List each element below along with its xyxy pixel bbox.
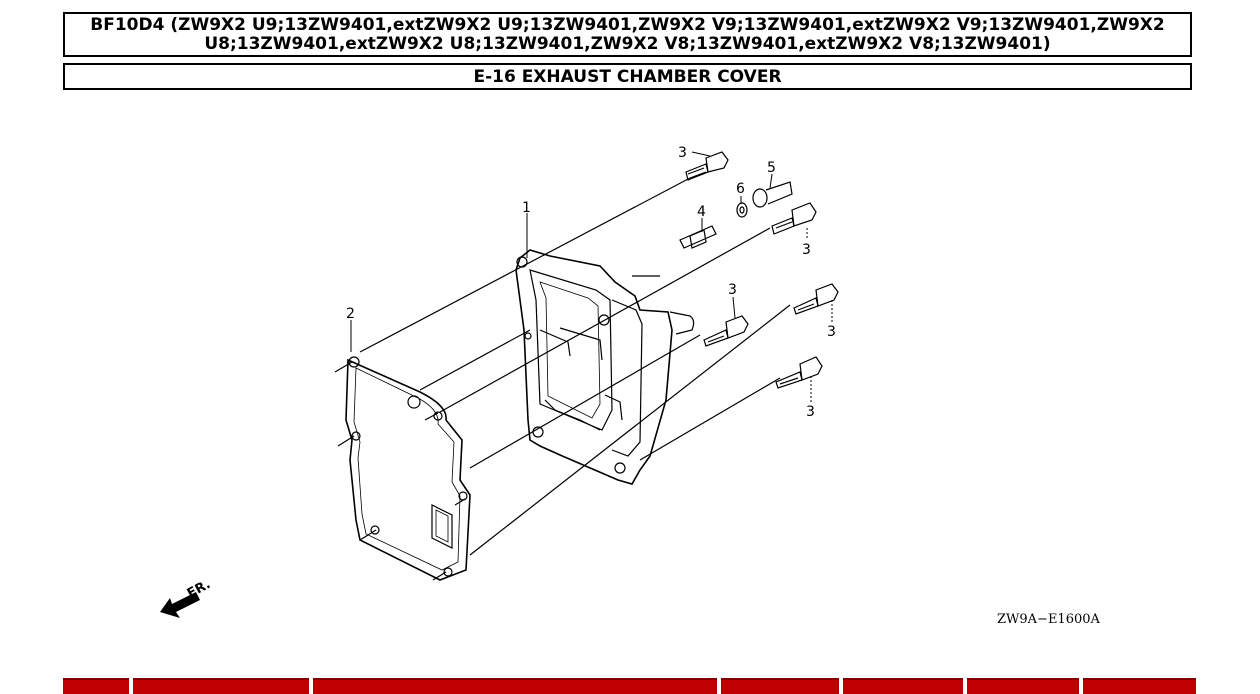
callout-part-3-right-lower: 3: [806, 404, 815, 420]
bolt-part-right-lower: [775, 356, 823, 389]
table-header-cell: [1083, 678, 1196, 694]
bolt-part-right-upper: [793, 283, 839, 315]
parts-table-header: [63, 678, 1196, 694]
table-header-cell: [721, 678, 839, 694]
callout-part-1: 1: [522, 200, 531, 216]
diagram-title-text: BF10D4 (ZW9X2 U9;13ZW9401,extZW9X2 U9;13…: [90, 14, 1165, 54]
front-arrow-icon: [160, 592, 200, 618]
diagram-title: BF10D4 (ZW9X2 U9;13ZW9401,extZW9X2 U9;13…: [63, 12, 1192, 57]
drawing-code: ZW9A−E1600A: [997, 612, 1101, 627]
front-label: FR.: [185, 577, 213, 602]
bolt-part-center: [703, 315, 749, 347]
section-title: E-16 EXHAUST CHAMBER COVER: [63, 63, 1192, 90]
callout-part-6: 6: [736, 181, 745, 197]
callout-part-5: 5: [767, 160, 776, 176]
callout-part-3-top: 3: [678, 145, 687, 161]
chamber-cover-part: [515, 249, 695, 485]
bolt-part-mid-right: [771, 202, 817, 235]
bolt-part-top: [685, 151, 729, 181]
callout-part-3-mid-right: 3: [802, 242, 811, 258]
washer-part: [736, 202, 748, 218]
callout-part-3-right-upper: 3: [827, 324, 836, 340]
table-header-cell: [967, 678, 1079, 694]
callout-part-2: 2: [346, 306, 355, 322]
callout-part-4: 4: [697, 204, 706, 220]
table-header-cell: [133, 678, 309, 694]
collar-part: [752, 181, 793, 208]
gasket-part: [345, 356, 471, 581]
table-header-cell: [313, 678, 717, 694]
callout-part-3-center: 3: [728, 282, 737, 298]
table-header-cell: [843, 678, 963, 694]
stud-part: [679, 225, 717, 249]
table-header-cell: [63, 678, 129, 694]
section-title-text: E-16 EXHAUST CHAMBER COVER: [473, 66, 782, 87]
alignment-lines: [334, 177, 791, 581]
callout-leaders: [350, 151, 833, 402]
